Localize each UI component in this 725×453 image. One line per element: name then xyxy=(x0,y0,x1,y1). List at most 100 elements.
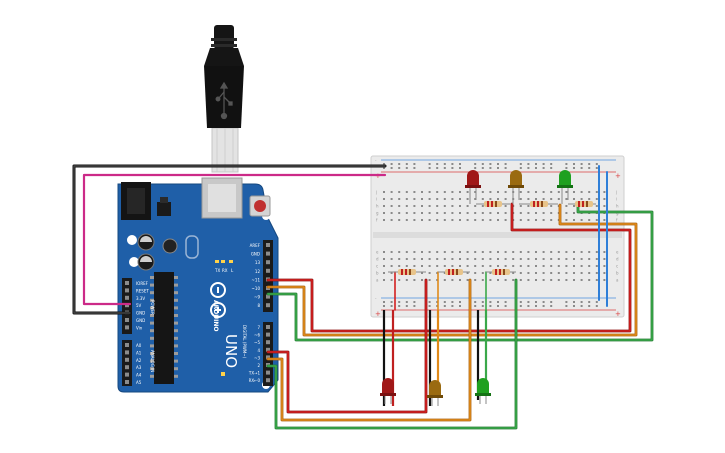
rail-hole[interactable] xyxy=(519,163,522,165)
breadboard-hole[interactable] xyxy=(390,212,393,214)
breadboard-hole[interactable] xyxy=(474,198,477,200)
breadboard-hole[interactable] xyxy=(383,191,385,193)
offboard-leds[interactable] xyxy=(380,310,491,406)
header-pin[interactable] xyxy=(125,288,129,293)
rail-hole[interactable] xyxy=(413,305,416,307)
rail-hole[interactable] xyxy=(519,305,522,307)
rail-hole[interactable] xyxy=(459,163,461,165)
breadboard-hole[interactable] xyxy=(557,198,560,200)
rail-hole[interactable] xyxy=(405,305,408,307)
breadboard-hole[interactable] xyxy=(580,265,583,267)
breadboard-hole[interactable] xyxy=(550,219,553,221)
rail-hole[interactable] xyxy=(383,305,385,307)
breadboard-hole[interactable] xyxy=(474,191,477,193)
rail-hole[interactable] xyxy=(588,305,591,307)
rail-hole[interactable] xyxy=(405,163,408,165)
breadboard-hole[interactable] xyxy=(504,219,507,221)
breadboard-hole[interactable] xyxy=(535,191,537,193)
bottom-resistors[interactable] xyxy=(388,269,516,275)
breadboard-hole[interactable] xyxy=(512,279,515,281)
breadboard-hole[interactable] xyxy=(519,205,522,207)
breadboard-hole[interactable] xyxy=(504,279,507,281)
breadboard-hole[interactable] xyxy=(497,219,499,221)
breadboard-hole[interactable] xyxy=(459,251,461,253)
breadboard-hole[interactable] xyxy=(580,191,583,193)
breadboard-hole[interactable] xyxy=(565,205,568,207)
breadboard-hole[interactable] xyxy=(383,205,385,207)
breadboard-hole[interactable] xyxy=(421,205,423,207)
breadboard-hole[interactable] xyxy=(421,258,423,260)
breadboard-hole[interactable] xyxy=(443,212,446,214)
breadboard-hole[interactable] xyxy=(519,272,522,274)
breadboard-hole[interactable] xyxy=(398,198,401,200)
breadboard-hole[interactable] xyxy=(580,198,583,200)
breadboard-hole[interactable] xyxy=(542,279,545,281)
rail-hole[interactable] xyxy=(527,163,530,165)
breadboard-hole[interactable] xyxy=(390,191,393,193)
breadboard-hole[interactable] xyxy=(451,258,454,260)
breadboard-hole[interactable] xyxy=(512,251,515,253)
breadboard-hole[interactable] xyxy=(603,258,606,260)
rail-hole[interactable] xyxy=(428,163,431,165)
breadboard-hole[interactable] xyxy=(489,198,492,200)
rail-hole[interactable] xyxy=(580,301,583,303)
rail-hole[interactable] xyxy=(436,167,439,169)
breadboard-hole[interactable] xyxy=(504,205,507,207)
breadboard-hole[interactable] xyxy=(588,265,591,267)
breadboard-hole[interactable] xyxy=(398,279,401,281)
breadboard-hole[interactable] xyxy=(413,258,416,260)
breadboard-hole[interactable] xyxy=(565,265,568,267)
breadboard-hole[interactable] xyxy=(428,272,431,274)
rail-hole[interactable] xyxy=(428,301,431,303)
breadboard-hole[interactable] xyxy=(542,191,545,193)
breadboard-hole[interactable] xyxy=(436,258,439,260)
breadboard-hole[interactable] xyxy=(497,198,499,200)
breadboard-hole[interactable] xyxy=(383,272,385,274)
breadboard-hole[interactable] xyxy=(565,212,568,214)
rail-hole[interactable] xyxy=(588,163,591,165)
breadboard-hole[interactable] xyxy=(557,279,560,281)
breadboard-hole[interactable] xyxy=(405,198,408,200)
resistor-bottom-3[interactable] xyxy=(486,269,516,275)
breadboard-hole[interactable] xyxy=(603,205,606,207)
breadboard-hole[interactable] xyxy=(527,198,530,200)
breadboard-hole[interactable] xyxy=(527,272,530,274)
breadboard-hole[interactable] xyxy=(565,251,568,253)
rail-hole[interactable] xyxy=(595,163,598,165)
breadboard-hole[interactable] xyxy=(459,198,461,200)
breadboard-hole[interactable] xyxy=(565,258,568,260)
resistor-top-3[interactable] xyxy=(568,201,596,207)
breadboard-hole[interactable] xyxy=(535,272,537,274)
breadboard-hole[interactable] xyxy=(481,191,484,193)
breadboard-hole[interactable] xyxy=(398,191,401,193)
header-pin[interactable] xyxy=(266,378,270,383)
breadboard-hole[interactable] xyxy=(603,219,606,221)
breadboard-hole[interactable] xyxy=(580,219,583,221)
breadboard-hole[interactable] xyxy=(497,191,499,193)
breadboard-hole[interactable] xyxy=(519,191,522,193)
rail-hole[interactable] xyxy=(390,305,393,307)
breadboard-hole[interactable] xyxy=(550,251,553,253)
rail-hole[interactable] xyxy=(451,167,454,169)
breadboard-hole[interactable] xyxy=(519,219,522,221)
breadboard-hole[interactable] xyxy=(595,265,598,267)
breadboard-hole[interactable] xyxy=(588,279,591,281)
rail-hole[interactable] xyxy=(405,301,408,303)
header-pin[interactable] xyxy=(266,347,270,352)
breadboard-hole[interactable] xyxy=(428,205,431,207)
breadboard-hole[interactable] xyxy=(588,219,591,221)
breadboard-hole[interactable] xyxy=(489,219,492,221)
breadboard-hole[interactable] xyxy=(451,212,454,214)
breadboard-hole[interactable] xyxy=(413,205,416,207)
breadboard-hole[interactable] xyxy=(603,251,606,253)
rail-hole[interactable] xyxy=(413,163,416,165)
breadboard-hole[interactable] xyxy=(519,258,522,260)
breadboard-hole[interactable] xyxy=(527,279,530,281)
breadboard-hole[interactable] xyxy=(588,198,591,200)
resistor-bottom-1[interactable] xyxy=(388,269,426,275)
header-pin[interactable] xyxy=(266,260,270,265)
breadboard-hole[interactable] xyxy=(550,191,553,193)
rail-hole[interactable] xyxy=(565,163,568,165)
breadboard-hole[interactable] xyxy=(466,219,469,221)
